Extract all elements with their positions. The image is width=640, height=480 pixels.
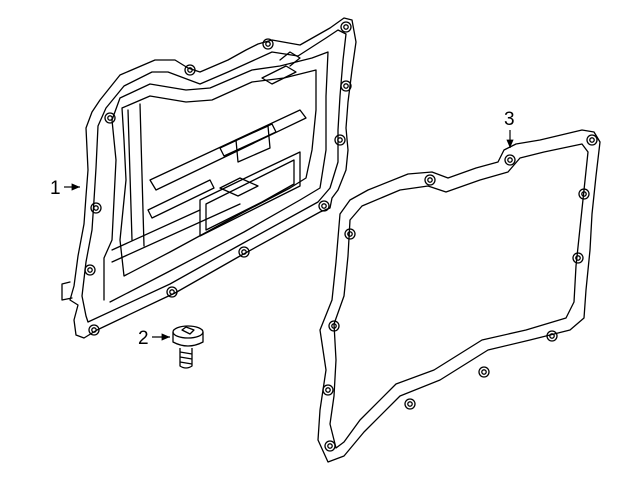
gasket-icon[interactable] xyxy=(317,129,601,463)
callout-label-2: 2 xyxy=(138,328,149,349)
callout-3: 3 xyxy=(504,109,515,148)
callout-1: 1 xyxy=(50,178,80,199)
callout-2: 2 xyxy=(138,328,170,349)
oil-pan-icon[interactable] xyxy=(61,17,357,339)
callout-label-3: 3 xyxy=(504,109,515,130)
callout-label-1: 1 xyxy=(50,178,61,199)
bolt-icon[interactable] xyxy=(172,325,204,369)
